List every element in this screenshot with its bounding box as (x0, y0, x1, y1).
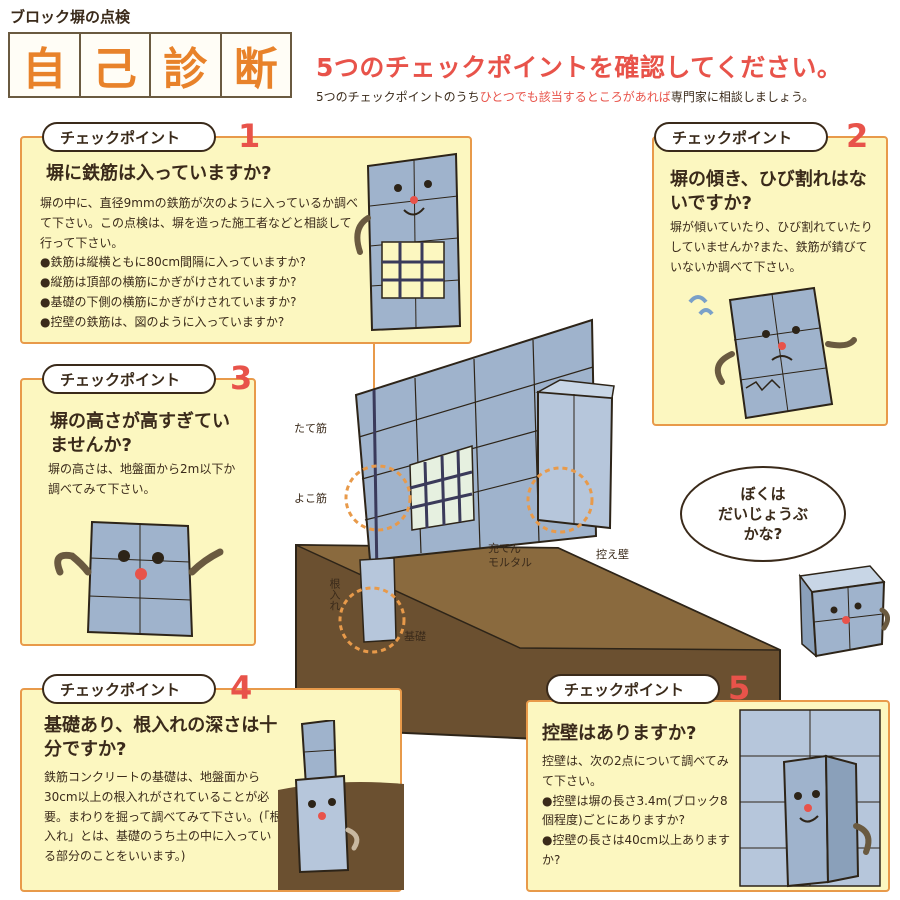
checkpoint-question: 塀の高さが高すぎていませんか? (50, 411, 230, 457)
speech-bubble-text: ぼくは だいじょうぶ かな? (717, 484, 808, 544)
checkpoint-card-2: 塀の傾き、ひび割れはないですか? 塀が傾いていたり、ひび割れていたりしていません… (652, 136, 888, 426)
checkpoint-question: 塀の傾き、ひび割れはないですか? (670, 169, 867, 215)
label-neire: 根入れ (328, 578, 341, 611)
bullet-item: 縦筋は頂部の横筋にかぎがけされていますか? (40, 273, 362, 293)
checkpoint-tag-1: チェックポイント (42, 122, 217, 152)
checkpoint-body: 塀の高さは、地盤面から2m以下か調べてみて下さい。 (48, 460, 244, 500)
label-kiso: 基礎 (404, 630, 426, 643)
body-text: 控壁は、次の2点について調べてみて下さい。 (542, 754, 729, 788)
bullet-item: 控壁の長さは40cm以上ありますか? (542, 831, 734, 871)
page-title: 自 己 診 断 (8, 32, 292, 98)
checkpoint-number-3: 3 (230, 359, 253, 397)
block-character-happy (54, 520, 224, 638)
body-text: 塀が傾いていたり、ひび割れていたりしていませんか?また、鉄筋が錆びていないか調べ… (670, 220, 873, 274)
subline-pre: 5つのチェックポイントのうち (316, 90, 480, 104)
speech-bubble: ぼくは だいじょうぶ かな? (680, 466, 846, 562)
checkpoint-number-4: 4 (230, 669, 253, 707)
body-text: 塀の中に、直径9mmの鉄筋が次のように入っているか調べて下さい。この点検は、塀を… (40, 196, 359, 250)
label-yokokin: よこ筋 (294, 492, 327, 505)
checkpoint-number-2: 2 (846, 117, 869, 155)
bullet-item: 鉄筋は縦横ともに80cm間隔に入っていますか? (40, 253, 362, 273)
checkpoint-number-1: 1 (238, 117, 261, 155)
label-tatekin: たて筋 (294, 422, 327, 435)
subline: 5つのチェックポイントのうちひとつでも該当するところがあれば専門家に相談しましょ… (316, 88, 814, 105)
page-kicker: ブロック塀の点検 (10, 8, 131, 26)
subline-highlight: ひとつでも該当するところがあれば (479, 90, 671, 104)
title-char: 断 (221, 34, 290, 96)
label-mortar-2: モルタル (488, 556, 532, 569)
title-char: 自 (10, 34, 81, 96)
checkpoint-number-5: 5 (728, 669, 751, 707)
headline: 5つのチェックポイントを確認してください。 (316, 53, 843, 82)
checkpoint-tag-2: チェックポイント (654, 122, 829, 152)
foundation-block-character (278, 720, 404, 890)
bullet-item: 基礎の下側の横筋にかぎがけされていますか? (40, 293, 362, 313)
label-mortar-1: 充てん (488, 542, 521, 555)
checkpoint-body: 控壁は、次の2点について調べてみて下さい。 控壁は塀の長さ3.4m(ブロック8個… (542, 752, 734, 871)
body-text: 鉄筋コンクリートの基礎は、地盤面から30cm以上の根入れがされていることが必要。… (44, 770, 282, 864)
checkpoint-tag-4: チェックポイント (42, 674, 217, 704)
bullet-item: 控壁は塀の長さ3.4m(ブロック8個程度)ごとにありますか? (542, 792, 734, 832)
worried-block-character (798, 565, 890, 658)
checkpoint-card-5: 控壁はありますか? 控壁は、次の2点について調べてみて下さい。 控壁は塀の長さ3… (526, 700, 890, 892)
title-char: 診 (151, 34, 222, 96)
checkpoint-card-1: 塀に鉄筋は入っていますか? 塀の中に、直径9mmの鉄筋が次のように入っているか調… (20, 136, 472, 344)
checkpoint-card-3: 塀の高さが高すぎていませんか? 塀の高さは、地盤面から2m以下か調べてみて下さい… (20, 378, 256, 646)
checkpoint-body: 塀が傾いていたり、ひび割れていたりしていませんか?また、鉄筋が錆びていないか調べ… (670, 218, 878, 277)
body-text: 塀の高さは、地盤面から2m以下か調べてみて下さい。 (48, 462, 236, 496)
cracked-block-character (688, 286, 857, 420)
checkpoint-tag-5: チェックポイント (546, 674, 721, 704)
block-character-with-rebar (354, 152, 462, 332)
checkpoint-question: 基礎あり、根入れの深さは十分ですか? (44, 715, 278, 761)
checkpoint-question: 控壁はありますか? (542, 723, 697, 744)
subline-post: 専門家に相談しましょう。 (670, 90, 815, 104)
checkpoint-card-4: 基礎あり、根入れの深さは十分ですか? 鉄筋コンクリートの基礎は、地盤面から30c… (20, 688, 404, 892)
checkpoint-body: 鉄筋コンクリートの基礎は、地盤面から30cm以上の根入れがされていることが必要。… (44, 768, 282, 867)
buttress-block-character (739, 709, 881, 888)
checkpoint-body: 塀の中に、直径9mmの鉄筋が次のように入っているか調べて下さい。この点検は、塀を… (40, 194, 362, 333)
title-char: 己 (80, 34, 151, 96)
checkpoint-question: 塀に鉄筋は入っていますか? (46, 163, 272, 184)
label-hikae: 控え壁 (596, 548, 629, 561)
checkpoint-tag-3: チェックポイント (42, 364, 217, 394)
bullet-item: 控壁の鉄筋は、図のように入っていますか? (40, 313, 362, 333)
